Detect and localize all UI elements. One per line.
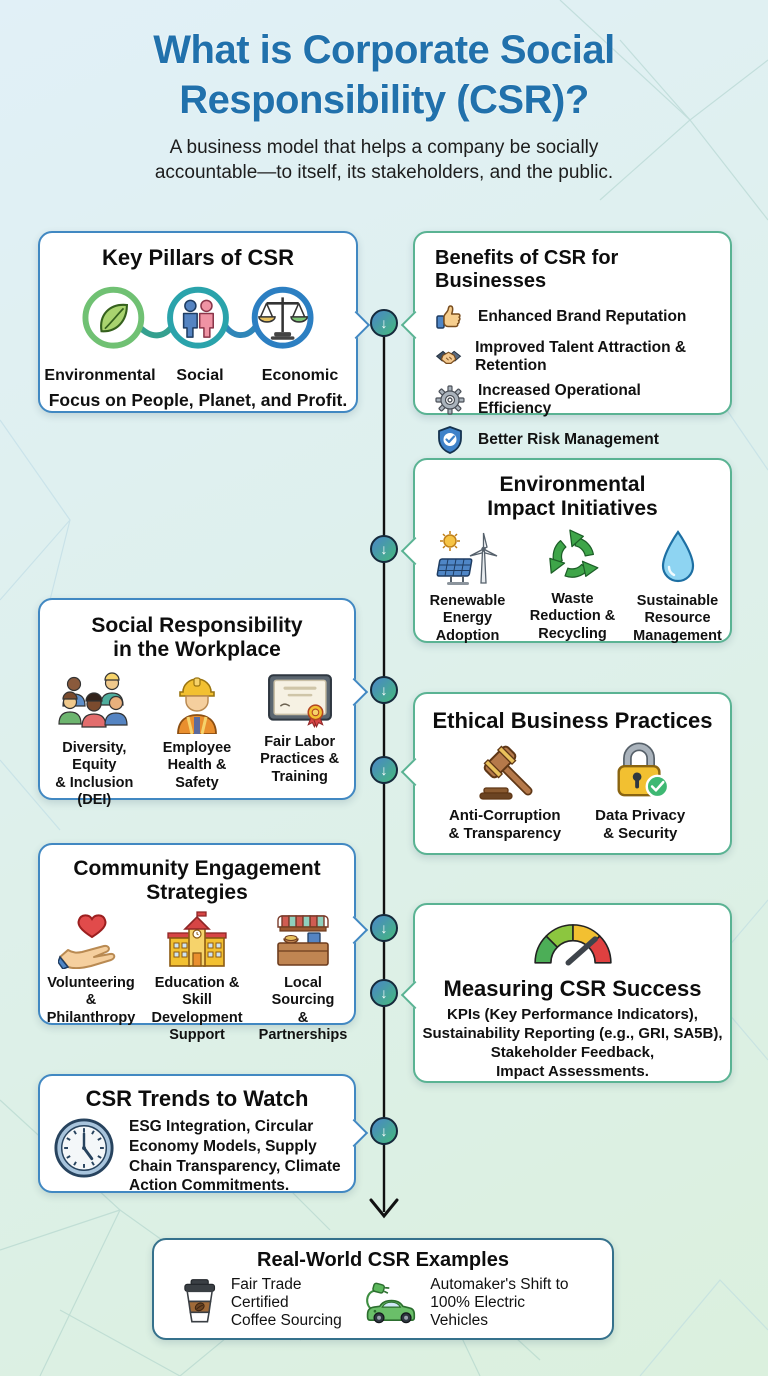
certificate-icon — [267, 674, 332, 729]
diversity-group-icon — [58, 672, 128, 728]
school-icon — [167, 911, 227, 968]
example-label: Fair Trade Certified Coffee Sourcing — [230, 1276, 342, 1329]
people-icon — [167, 287, 229, 349]
water-drop-icon — [661, 530, 694, 583]
down-arrow-icon: ↓ — [380, 682, 388, 698]
card-benefits: Benefits of CSR for Businesses Enhanced … — [400, 231, 732, 454]
down-arrow-icon: ↓ — [380, 315, 388, 331]
gauge-icon — [533, 924, 612, 966]
environment-label: Renewable Energy Adoption — [429, 593, 506, 644]
community-label: Local Sourcing & Partnerships — [258, 975, 348, 1043]
heart-hand-icon — [58, 914, 116, 970]
community-label: Volunteering & Philanthropy — [46, 975, 136, 1026]
environment-item: Sustainable Resource Management — [626, 529, 730, 644]
down-arrow-icon: ↓ — [380, 985, 388, 1001]
timeline-node: ↓ — [370, 914, 398, 942]
card-examples: Real-World CSR Examples Fair Trade Certi… — [152, 1238, 614, 1340]
timeline-node: ↓ — [370, 979, 398, 1007]
community-label: Education & Skill Development Support — [151, 975, 243, 1043]
benefit-item: Increased Operational Efficiency — [435, 382, 718, 418]
card-body-text: ESG Integration, Circular Economy Models… — [129, 1118, 341, 1195]
card-measuring: Measuring CSR Success KPIs (Key Performa… — [400, 903, 732, 1083]
ethics-item: Anti-Corruption & Transparency — [437, 741, 572, 842]
workplace-label: Fair Labor Practices & Training — [260, 734, 340, 785]
example-label: Automaker's Shift to 100% Electric Vehic… — [430, 1276, 569, 1329]
coffee-cup-icon — [184, 1279, 216, 1323]
timeline-node: ↓ — [370, 1117, 398, 1145]
timeline-node: ↓ — [370, 756, 398, 784]
benefit-item: Enhanced Brand Reputation — [435, 302, 718, 332]
timeline-node: ↓ — [370, 676, 398, 704]
environment-label: Waste Reduction & Recycling — [529, 591, 616, 642]
card-title: Measuring CSR Success — [443, 975, 702, 1001]
workplace-label: Diversity, Equity & Inclusion (DEI) — [55, 740, 134, 808]
page-title: What is Corporate Social Responsibility … — [153, 28, 615, 122]
benefit-label: Improved Talent Attraction & Retention — [475, 339, 687, 374]
example-item: Fair Trade Certified Coffee Sourcing — [181, 1276, 361, 1330]
environment-item: Waste Reduction & Recycling — [521, 529, 625, 642]
card-community: Community Engagement Strategies Voluntee… — [38, 843, 369, 1043]
padlock-check-icon — [617, 742, 670, 799]
arrow-down-icon — [369, 1198, 399, 1219]
card-environmental: Environmental Impact Initiatives — [400, 458, 732, 644]
renewable-energy-icon — [436, 531, 497, 586]
down-arrow-icon: ↓ — [380, 1123, 388, 1139]
card-title: Social Responsibility in the Workplace — [91, 614, 303, 662]
market-stall-icon — [277, 915, 329, 967]
clock-icon — [54, 1118, 114, 1178]
handshake-icon — [435, 350, 462, 364]
timeline-node: ↓ — [370, 309, 398, 337]
workplace-label: Employee Health & Safety — [162, 740, 232, 791]
recycle-icon — [548, 529, 598, 579]
card-ethics: Ethical Business Practices An — [400, 692, 732, 855]
construction-worker-icon — [177, 677, 217, 735]
header: What is Corporate Social Responsibility … — [0, 26, 768, 185]
community-item: Local Sourcing & Partnerships — [252, 911, 354, 1043]
environment-label: Sustainable Resource Management — [633, 593, 722, 644]
card-title: Ethical Business Practices — [432, 708, 713, 733]
card-body-text: KPIs (Key Performance Indicators), Susta… — [422, 1005, 723, 1080]
benefit-label: Better Risk Management — [478, 431, 659, 448]
card-title: Real-World CSR Examples — [257, 1249, 509, 1271]
ethics-label: Data Privacy & Security — [595, 807, 686, 842]
down-arrow-icon: ↓ — [380, 920, 388, 936]
pillar-label: Social — [176, 367, 224, 385]
benefit-item: Better Risk Management — [435, 425, 718, 455]
benefit-item: Improved Talent Attraction & Retention — [435, 339, 718, 375]
timeline-node: ↓ — [370, 535, 398, 563]
card-workplace: Social Responsibility in the Workplace D… — [38, 598, 369, 808]
card-key-pillars: Key Pillars of CSR — [38, 231, 371, 413]
pillar-label: Economic — [261, 367, 339, 385]
electric-car-icon — [366, 1282, 416, 1324]
benefit-label: Increased Operational Efficiency — [477, 382, 641, 417]
page-subtitle: A business model that helps a company be… — [154, 137, 614, 184]
workplace-item: Fair Labor Practices & Training — [246, 672, 354, 785]
card-title: Key Pillars of CSR — [102, 245, 294, 270]
card-title: Environmental Impact Initiatives — [487, 473, 658, 521]
pillars-chain-graphic — [82, 287, 314, 349]
ethics-item: Data Privacy & Security — [572, 741, 707, 842]
community-item: Education & Skill Development Support — [142, 911, 252, 1043]
workplace-item: Diversity, Equity & Inclusion (DEI) — [40, 672, 148, 808]
environment-item: Renewable Energy Adoption — [416, 529, 520, 644]
workplace-item: Employee Health & Safety — [149, 672, 245, 791]
gear-icon — [435, 385, 465, 415]
thumbs-up-icon — [436, 305, 461, 329]
card-footer-text: Focus on People, Planet, and Profit. — [48, 390, 348, 410]
community-item: Volunteering & Philanthropy — [40, 911, 142, 1026]
shield-check-icon — [438, 426, 462, 454]
benefit-label: Enhanced Brand Reputation — [478, 308, 687, 325]
pillar-labels: Environmental Social Economic — [39, 367, 357, 384]
card-title: Benefits of CSR for Businesses — [435, 247, 619, 292]
pillar-label: Environmental — [44, 367, 156, 385]
ethics-label: Anti-Corruption & Transparency — [448, 807, 562, 842]
card-trends: CSR Trends to Watch — [38, 1074, 369, 1195]
gavel-icon — [479, 745, 533, 800]
card-title: CSR Trends to Watch — [85, 1086, 309, 1111]
down-arrow-icon: ↓ — [380, 762, 388, 778]
card-title: Community Engagement Strategies — [73, 857, 321, 905]
example-item: Automaker's Shift to 100% Electric Vehic… — [361, 1276, 584, 1330]
down-arrow-icon: ↓ — [380, 541, 388, 557]
